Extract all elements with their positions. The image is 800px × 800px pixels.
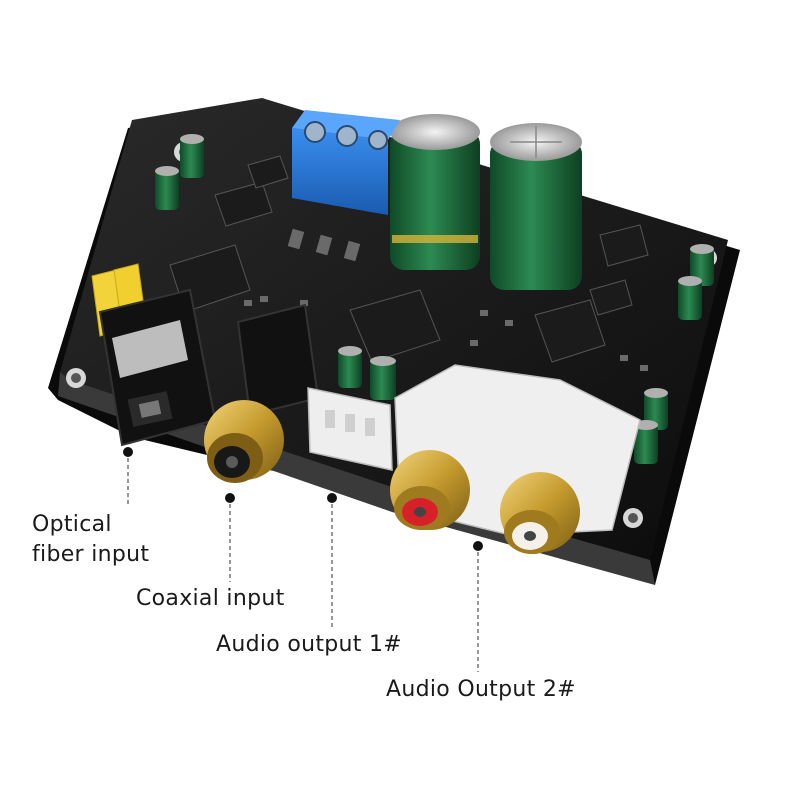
optical-fiber-input-label: Optical fiber input: [32, 510, 149, 570]
callout-audio-output-1: [327, 493, 337, 628]
coaxial-input-jack: [204, 303, 320, 483]
audio-output-1-connector: [307, 387, 393, 471]
callout-optical: [123, 447, 133, 506]
coaxial-input-label: Coaxial input: [136, 586, 285, 611]
audio-output-2-label: Audio Output 2#: [386, 677, 576, 702]
audio-output-1-label: Audio output 1#: [216, 632, 403, 657]
large-capacitor: [390, 114, 582, 290]
audio-output-2-jack: [390, 364, 641, 554]
terminal-block: [292, 110, 400, 215]
smd-parts: [244, 228, 648, 371]
ic-chip: [169, 155, 649, 363]
callout-audio-output-2: [473, 541, 483, 672]
optical-input-jack: [98, 288, 217, 447]
small-capacitor: [155, 134, 714, 464]
optical-label-line1: Optical: [32, 512, 112, 537]
callout-coaxial: [225, 493, 235, 582]
optical-label-line2: fiber input: [32, 542, 150, 567]
